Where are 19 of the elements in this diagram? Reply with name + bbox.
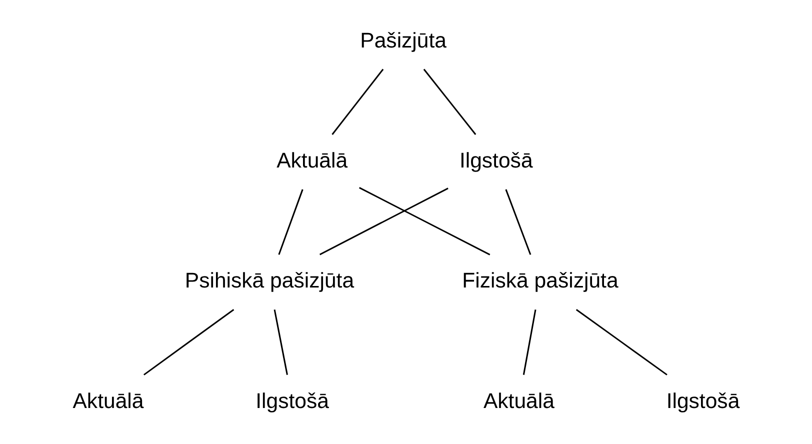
connector xyxy=(359,187,490,256)
node-text: Fiziskā pašizjūta xyxy=(462,268,618,293)
connector xyxy=(319,188,448,256)
connector xyxy=(332,68,384,135)
connector xyxy=(522,309,536,375)
node-text: Ilgstošā xyxy=(256,388,329,413)
node-text: Aktuālā xyxy=(483,388,554,413)
node-text: Aktuālā xyxy=(276,148,348,173)
node-text: Aktuālā xyxy=(72,388,144,413)
node-text: Ilgstošā xyxy=(666,388,740,413)
connector xyxy=(274,309,288,375)
connector xyxy=(143,308,234,376)
connector xyxy=(278,189,304,255)
node-text: Psihiskā pašizjūta xyxy=(184,268,354,293)
node-text: Ilgstošā xyxy=(459,148,533,173)
connector xyxy=(423,68,476,135)
node-text: Pašizjūta xyxy=(360,28,447,52)
connector xyxy=(576,308,668,376)
connector xyxy=(505,189,532,255)
